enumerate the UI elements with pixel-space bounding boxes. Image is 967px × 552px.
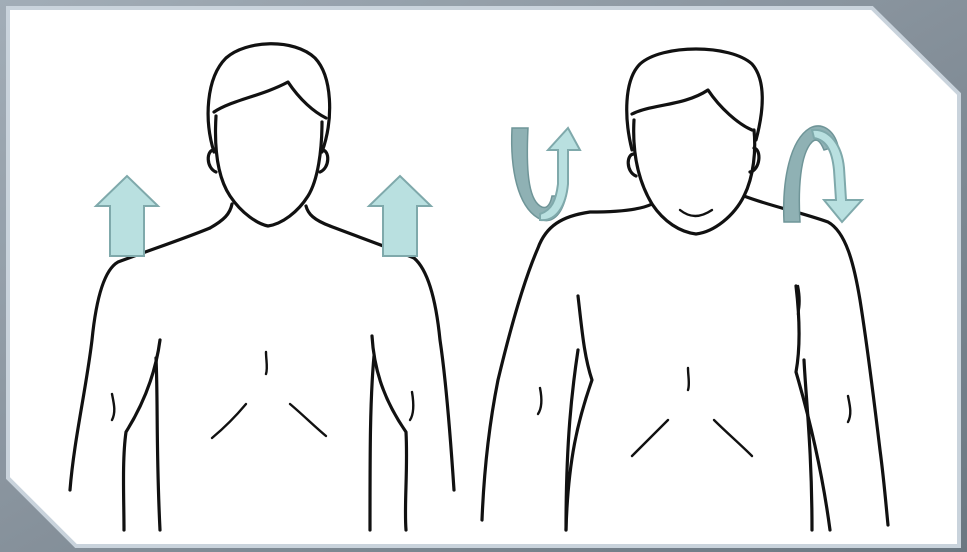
card-background <box>8 8 959 546</box>
